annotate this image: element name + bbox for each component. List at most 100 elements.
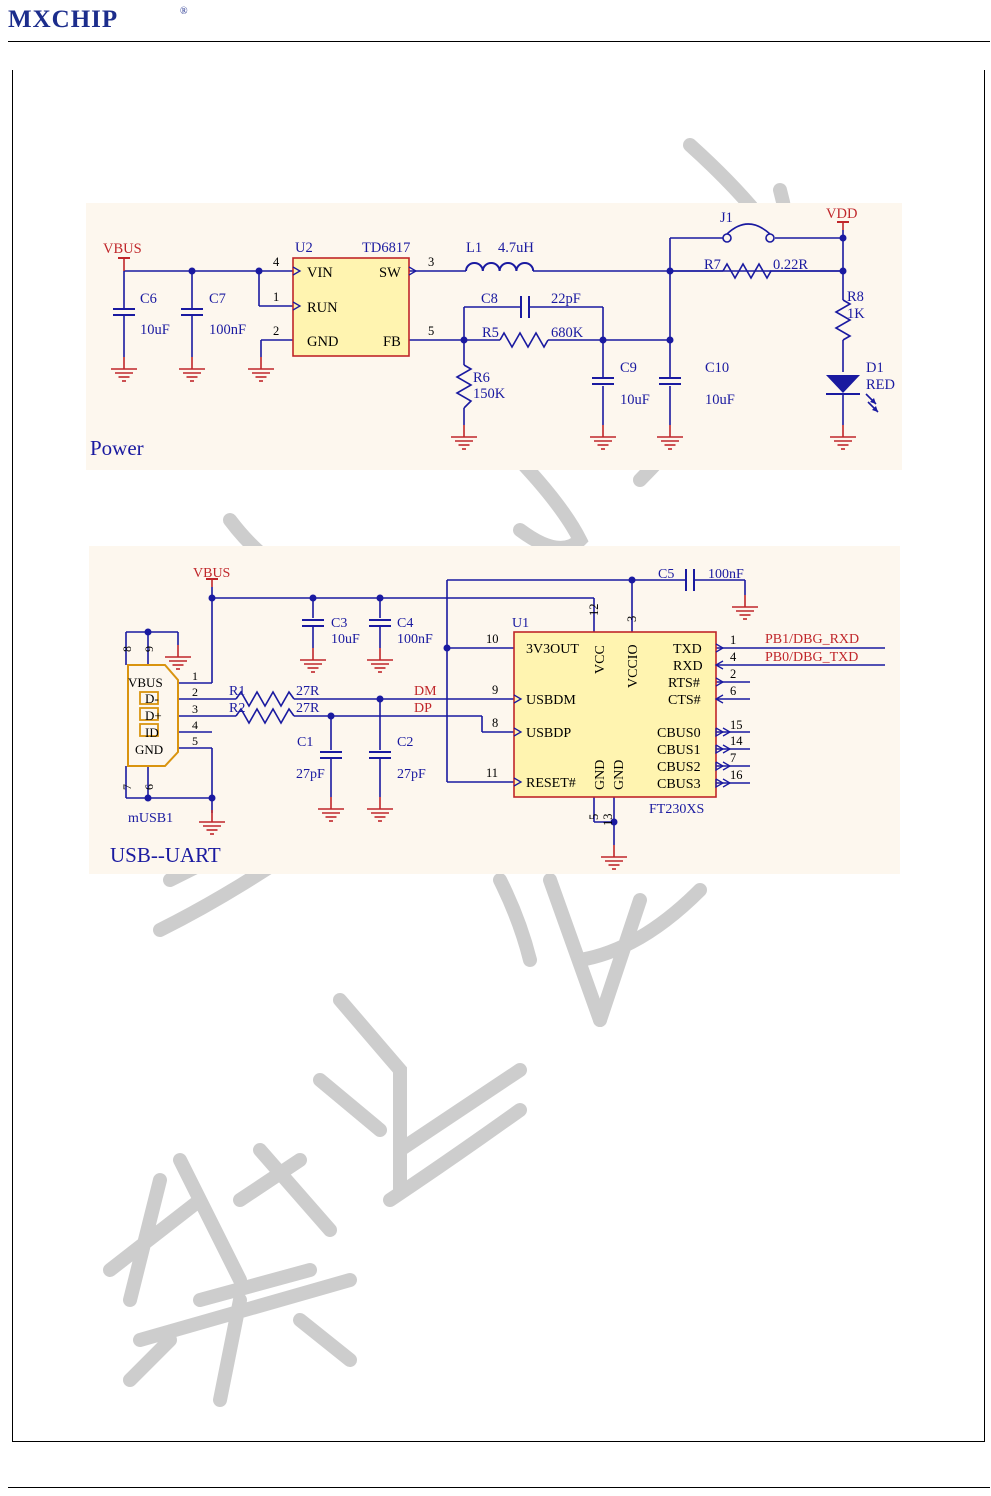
net-rxd-label: PB0/DBG_TXD [765, 650, 858, 665]
c5-capacitor [685, 569, 695, 591]
r5-value: 680K [551, 325, 584, 341]
u1-pin-number: 16 [730, 768, 743, 782]
u2-pin-fb: FB [383, 334, 401, 350]
r1-resistor [235, 690, 295, 708]
junction-dot [376, 594, 384, 602]
usb-uart-panel [89, 546, 900, 874]
u1-pin-number: 12 [587, 604, 601, 617]
u2-pinnum-run: 1 [273, 290, 279, 304]
c1-ref: C1 [297, 735, 313, 750]
r2-resistor [235, 707, 295, 725]
u2-pin-sw: SW [379, 265, 401, 281]
usb-vbus-label: VBUS [193, 566, 230, 581]
u1-pin-name: CTS# [668, 693, 701, 708]
watermark-stroke [103, 1143, 337, 1307]
d1-ref: D1 [866, 360, 884, 376]
u2-pin-run: RUN [307, 300, 338, 316]
u1-pin-name: RTS# [668, 676, 700, 691]
u1-pin-number: 5 [587, 814, 601, 820]
junction-dot [599, 336, 607, 344]
junction-dot [610, 818, 618, 826]
c7-value: 100nF [209, 322, 246, 338]
c5-ref: C5 [658, 567, 674, 582]
c7-ref: C7 [209, 291, 226, 307]
r1-value: 27R [296, 684, 320, 699]
vbus-label: VBUS [103, 241, 142, 257]
c3-value: 10uF [331, 632, 360, 647]
u1-ic [513, 631, 717, 798]
power-panel [86, 203, 902, 470]
c1-value: 27pF [296, 767, 325, 782]
u1-pin-name: RESET# [526, 776, 576, 791]
c6-value: 10uF [140, 322, 170, 338]
c5-value: 100nF [708, 567, 744, 582]
net-dp-label: DP [414, 701, 432, 716]
l1-ref: L1 [466, 240, 482, 256]
u1-pin-number: 4 [730, 650, 737, 664]
u2-pin-gnd: GND [307, 334, 338, 350]
r1-ref: R1 [229, 684, 245, 699]
u1-pin-name: TXD [673, 642, 702, 657]
u1-pin-number: 15 [730, 718, 743, 732]
mxchip-logo: MXCHIP ® [8, 4, 198, 33]
r7-resistor [722, 262, 772, 280]
watermark-stroke [313, 993, 527, 1207]
j1-jumper [722, 223, 775, 243]
u1-pin-name: VCCIO [626, 644, 641, 688]
r5-resistor [499, 331, 549, 349]
r7-ref: R7 [704, 257, 721, 273]
u1-pin-name: CBUS3 [657, 777, 701, 792]
net-dm-label: DM [414, 684, 437, 699]
u2-pinnum-vin: 4 [273, 255, 280, 269]
u2-ic [292, 257, 410, 357]
c3-ref: C3 [331, 616, 347, 631]
u1-pin-name: USBDM [526, 693, 576, 708]
junction-dot [460, 336, 468, 344]
r6-resistor [455, 364, 473, 409]
u1-pin-number: 14 [730, 734, 743, 748]
u1-pin-number: 6 [730, 684, 736, 698]
connector-pin-number: 2 [192, 685, 198, 699]
u1-pin-name: CBUS2 [657, 760, 701, 775]
c10-ref: C10 [705, 360, 729, 376]
junction-dot [666, 267, 674, 275]
connector-pin-name: VBUS [128, 675, 163, 690]
connector-shield-pin: 6 [142, 784, 156, 790]
junction-dot [839, 267, 847, 275]
connector-pin-name: D- [145, 691, 159, 706]
u1-pin-number: 1 [730, 633, 736, 647]
u1-pin-name: CBUS1 [657, 743, 701, 758]
junction-dot [443, 644, 451, 652]
watermark [103, 138, 794, 1407]
u2-part: TD6817 [362, 240, 410, 256]
watermark-stroke [493, 433, 589, 555]
c2-ref: C2 [397, 735, 413, 750]
l1-inductor [465, 262, 535, 272]
junction-dot [376, 695, 384, 703]
c10-value: 10uF [705, 392, 735, 408]
junction-dot [666, 336, 674, 344]
u1-pin-name: RXD [673, 659, 703, 674]
c4-value: 100nF [397, 632, 433, 647]
c4-ref: C4 [397, 616, 413, 631]
u1-pin-number: 13 [601, 814, 615, 827]
connector-pin-name: ID [145, 725, 159, 740]
watermark-stroke [493, 873, 607, 1027]
connector-pin-number: 3 [192, 702, 198, 716]
r7-value: 0.22R [773, 257, 808, 273]
r2-value: 27R [296, 701, 320, 716]
u2-pinnum-sw: 3 [428, 255, 434, 269]
connector-pin-number: 1 [192, 669, 198, 683]
r2-ref: R2 [229, 701, 245, 716]
connector-pin-number: 4 [192, 718, 198, 732]
connector-shield-pin: 7 [120, 784, 134, 790]
u2-pin-vin: VIN [307, 265, 333, 281]
u2-pinnum-gnd: 2 [273, 324, 279, 338]
junction-dot [188, 267, 196, 275]
u1-part: FT230XS [649, 802, 704, 817]
junction-dot [255, 267, 263, 275]
u1-pin-name: VCC [593, 645, 608, 674]
footer-rule [8, 1487, 990, 1488]
d1-value: RED [866, 377, 895, 393]
r8-resistor [834, 299, 852, 341]
